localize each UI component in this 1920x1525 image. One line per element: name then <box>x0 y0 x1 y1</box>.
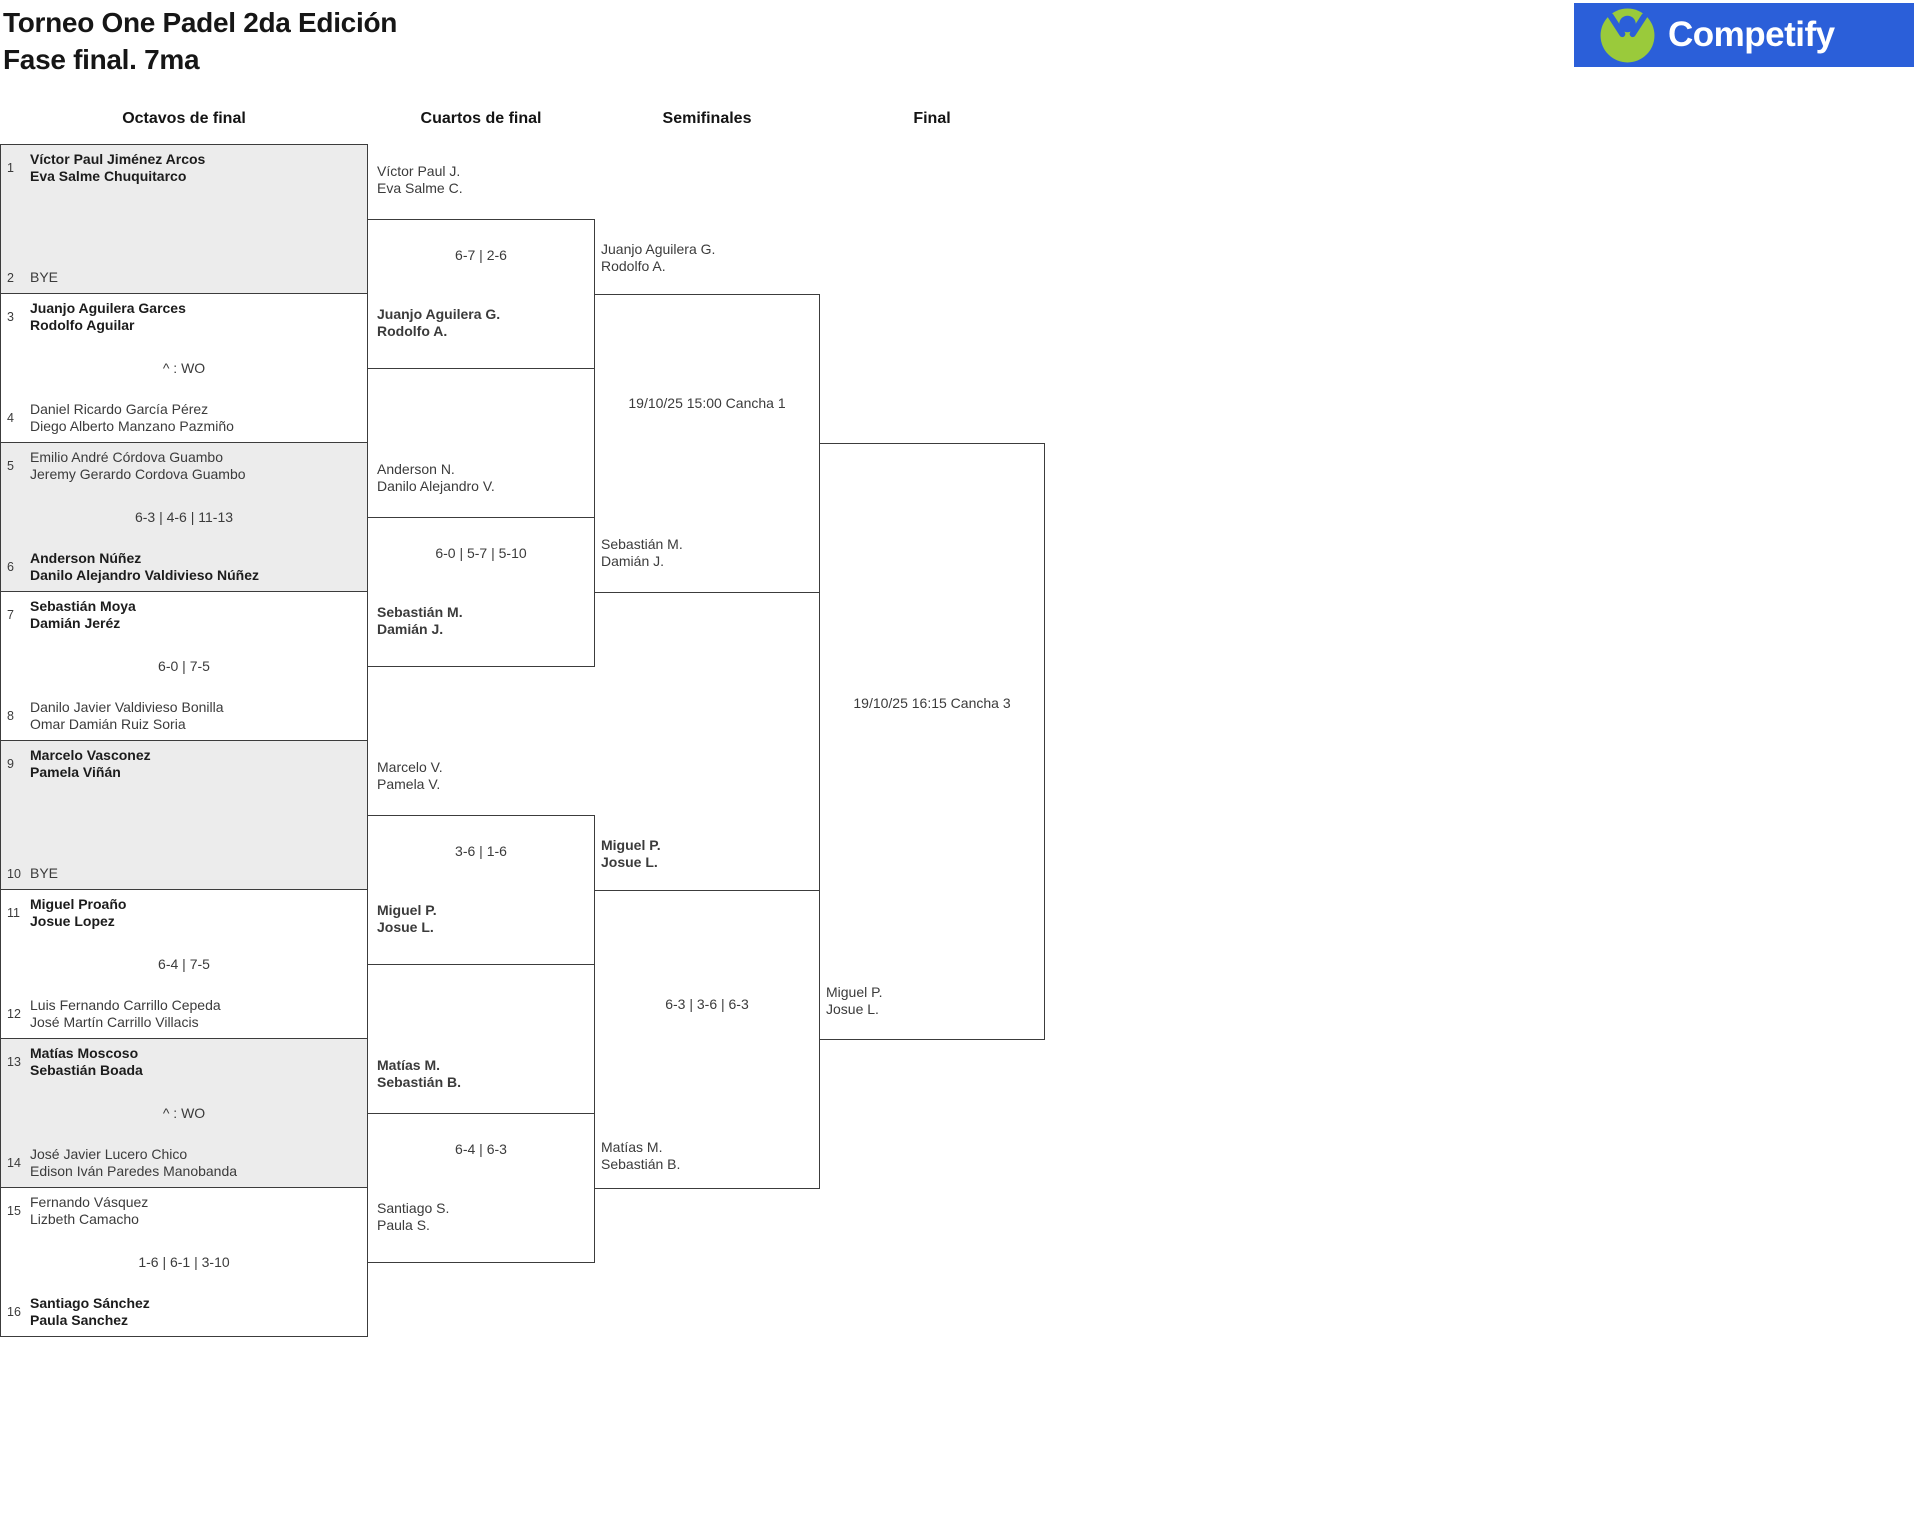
cuartos-2-team-top: Anderson N.Danilo Alejandro V. <box>377 461 495 494</box>
cuartos-3-team-top: Marcelo V.Pamela V. <box>377 759 443 792</box>
seed-number: 5 <box>7 459 14 473</box>
seed-number: 11 <box>7 906 20 920</box>
seed-number: 13 <box>7 1055 21 1069</box>
cuartos-4-score: 6-4 | 6-3 <box>455 1141 507 1157</box>
seed-number: 8 <box>7 709 14 723</box>
match-box-cuartos-2 <box>367 517 595 667</box>
semifinal-2-score: 6-3 | 3-6 | 6-3 <box>665 996 749 1012</box>
cuartos-2-score: 6-0 | 5-7 | 5-10 <box>435 545 527 561</box>
seed-number: 7 <box>7 608 14 622</box>
seed-number: 4 <box>7 411 14 425</box>
match-score: 1-6 | 6-1 | 3-10 <box>138 1254 230 1270</box>
match-box-cuartos-1 <box>367 219 595 369</box>
team-row: 10 BYE <box>1 865 363 882</box>
team-names: BYE <box>30 865 59 881</box>
final-schedule: 19/10/25 16:15 Cancha 3 <box>853 695 1011 711</box>
round-header-cuartos: Cuartos de final <box>420 110 542 127</box>
team-names: BYE <box>30 269 59 285</box>
cuartos-1-team-bottom: Juanjo Aguilera G.Rodolfo A. <box>377 306 501 339</box>
round-header-semifinales: Semifinales <box>662 110 752 127</box>
seed-number: 10 <box>7 866 21 881</box>
seed-number: 15 <box>7 1204 21 1218</box>
semifinal-2-team-bottom: Matías M.Sebastián B. <box>601 1139 681 1172</box>
final-team-bottom: Miguel P.Josue L. <box>826 984 883 1017</box>
person-raised-arms-icon <box>1600 8 1655 63</box>
match-box-cuartos-3 <box>367 815 595 965</box>
seed-number: 16 <box>7 1305 21 1319</box>
tournament-phase: Fase final. 7ma <box>3 44 200 75</box>
match-score: 6-0 | 7-5 <box>158 658 210 674</box>
semifinal-1-team-top: Juanjo Aguilera G.Rodolfo A. <box>601 241 716 274</box>
seed-number: 12 <box>7 1007 21 1021</box>
cuartos-3-score: 3-6 | 1-6 <box>455 843 507 859</box>
cuartos-1-score: 6-7 | 2-6 <box>455 247 507 263</box>
match-score: 6-4 | 7-5 <box>158 956 210 972</box>
match-score: ^ : WO <box>162 1105 206 1121</box>
match-score: 6-3 | 4-6 | 11-13 <box>134 509 234 525</box>
tournament-title-line1: Torneo One Padel 2da Edición <box>3 7 398 38</box>
round-header-final: Final <box>913 110 951 127</box>
cuartos-1-team-top: Víctor Paul J.Eva Salme C. <box>377 163 463 196</box>
seed-number: 2 <box>7 270 14 285</box>
semifinal-1-team-bottom: Sebastián M.Damián J. <box>601 536 683 569</box>
logo-wordmark: Competify <box>1668 15 1835 54</box>
match-box-final <box>819 443 1045 1040</box>
cuartos-2-team-bottom: Sebastián M.Damián J. <box>377 604 463 637</box>
match-score: ^ : WO <box>162 360 206 376</box>
match-box-cuartos-4 <box>367 1113 595 1263</box>
semifinal-2-team-top: Miguel P.Josue L. <box>601 837 661 870</box>
seed-number: 1 <box>7 161 14 175</box>
cuartos-3-team-bottom: Miguel P.Josue L. <box>377 902 437 935</box>
cuartos-4-team-top: Matías M.Sebastián B. <box>377 1057 462 1090</box>
seed-number: 9 <box>7 757 14 771</box>
team-row: 2 BYE <box>1 269 363 286</box>
cuartos-4-team-bottom: Santiago S.Paula S. <box>377 1200 450 1233</box>
competify-logo: Competify <box>1574 3 1914 67</box>
seed-number: 3 <box>7 310 14 324</box>
seed-number: 6 <box>7 560 14 574</box>
semifinal-1-schedule: 19/10/25 15:00 Cancha 1 <box>628 395 786 411</box>
round-header-octavos: Octavos de final <box>122 110 246 127</box>
seed-number: 14 <box>7 1156 21 1170</box>
